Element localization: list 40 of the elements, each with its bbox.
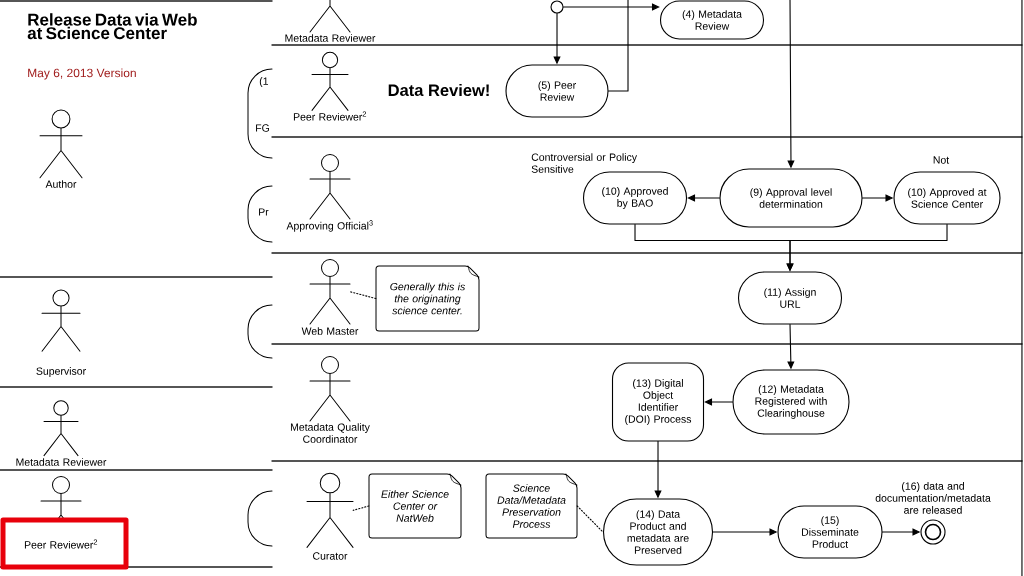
actor-label: Author xyxy=(45,180,77,188)
process-box: (14) Data Product and metadata are Preserved xyxy=(602,498,714,566)
note: Science Data/Metadata Preservation Process xyxy=(485,473,578,539)
process-box: (5) Peer Review xyxy=(505,64,609,118)
process-box xyxy=(247,490,273,547)
process-box: (15) Disseminate Product xyxy=(777,505,883,559)
final-node xyxy=(920,519,946,545)
note: Generally this is the originating science center. xyxy=(375,265,480,332)
connector-line xyxy=(608,0,629,92)
condition-label: Controversial or Policy Sensitive xyxy=(531,153,637,173)
leader-line xyxy=(352,505,370,511)
actor-label: Supervisor xyxy=(36,367,86,377)
process-box: (10) Approved by BAO xyxy=(582,171,688,225)
title: Release Data via Web at Science Center xyxy=(27,13,197,40)
leader-line xyxy=(576,505,604,533)
note: Either Science Center or NatWeb xyxy=(368,473,462,539)
arrow xyxy=(704,398,733,406)
process-box: (9) Approval level determination xyxy=(719,168,863,228)
date-label: May 6, 2013 Version xyxy=(28,68,136,80)
process-box: (11) Assign URL xyxy=(737,271,843,325)
actor-label: Curator xyxy=(313,552,348,560)
actor-label: Peer Reviewer$^{2}$ xyxy=(24,539,98,549)
process-box: (1 FG xyxy=(247,68,273,159)
arrow xyxy=(563,3,660,11)
process-box xyxy=(247,304,273,359)
arrow xyxy=(687,194,720,202)
start-node xyxy=(550,0,564,14)
process-box: (10) Approved at Science Center xyxy=(893,171,1001,225)
leader-line xyxy=(349,291,377,300)
process-box: Pr xyxy=(247,185,273,243)
actor-label: Metadata Quality Coordinator xyxy=(290,423,370,443)
process-box: (12) Metadata Registered with Clearinghouse xyxy=(732,369,850,435)
process-box: (4) Metadata Review xyxy=(659,0,765,40)
actor-label: Metadata Reviewer xyxy=(16,458,107,466)
process-box: (13) Digital Object Identifier (DOI) Process xyxy=(611,362,705,442)
actor-label: Web Master xyxy=(301,327,359,335)
actor-label: Peer Reviewer$^{2}$ xyxy=(293,111,367,121)
heading: Data Review! xyxy=(388,83,489,97)
actor-label: Metadata Reviewer xyxy=(285,34,376,42)
actor-label: Approving Official$^{3}$ xyxy=(286,220,373,232)
